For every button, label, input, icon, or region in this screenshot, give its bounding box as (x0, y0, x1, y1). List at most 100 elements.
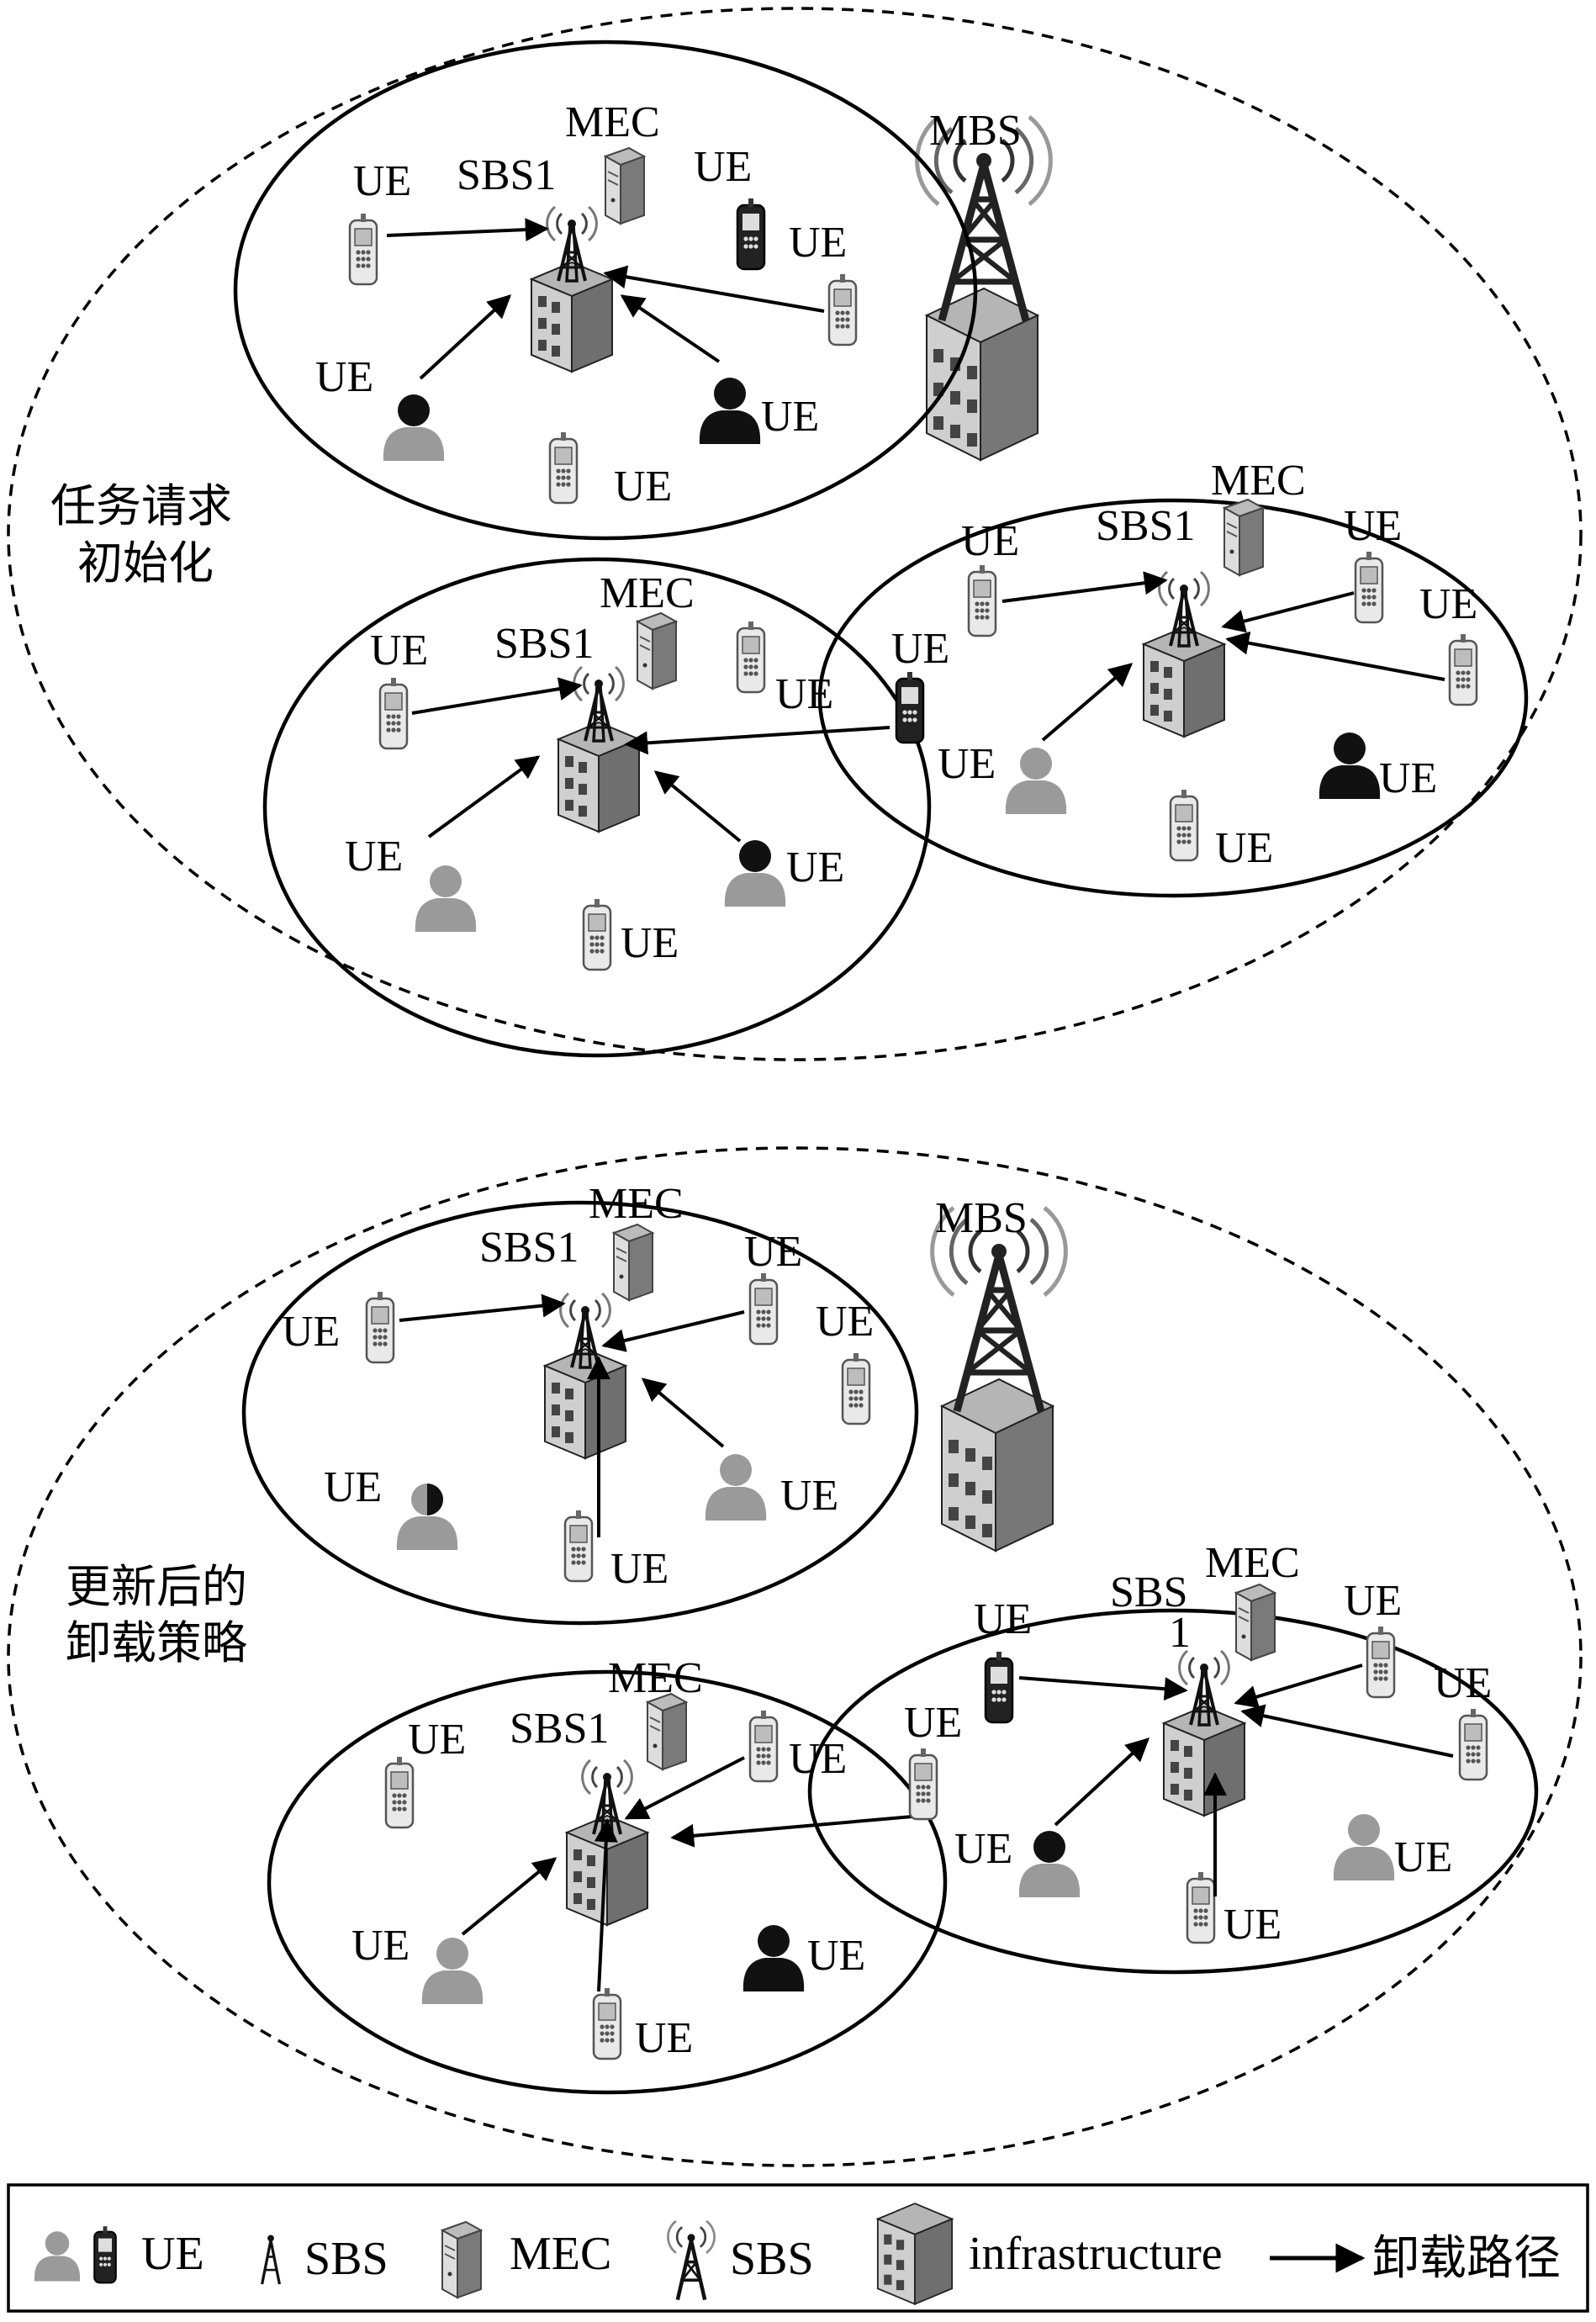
ue-label: UE (789, 1735, 847, 1783)
phone-icon (748, 1709, 779, 1783)
mec-label: MEC (565, 98, 660, 146)
ue-label: UE (1344, 502, 1402, 550)
phone-icon (384, 1755, 415, 1829)
offload-arrow (1240, 1704, 1454, 1758)
ue-label: UE (1215, 824, 1273, 872)
ue-label: UE (974, 1595, 1032, 1643)
person-icon (415, 865, 477, 932)
top-caption-line2: 初始化 (77, 537, 214, 590)
phone-icon (592, 1986, 622, 2060)
offload-arrow (601, 1310, 745, 1352)
cell-boundary (267, 1669, 948, 2095)
ue-label: UE (744, 1228, 802, 1276)
ue-label: UE (938, 740, 996, 788)
phone-icon (736, 620, 766, 694)
ue-label: UE (614, 463, 672, 510)
ue-label: UE (635, 2014, 693, 2062)
top-caption-line1: 任务请求 (50, 479, 232, 532)
ue-label: UE (694, 143, 752, 191)
ue-label: UE (761, 393, 819, 441)
ue-label: UE (954, 1825, 1012, 1873)
ue-label: UE (789, 219, 847, 267)
phone-icon (582, 897, 612, 971)
top-cell-c: SBS1 MEC UE UE UE UE UE UE UE (817, 457, 1529, 898)
ue-label: UE (1434, 1659, 1492, 1707)
sbs-label: SBS1 (1096, 502, 1196, 550)
sbs-tower-icon (557, 665, 641, 833)
ue-label: UE (1344, 1577, 1402, 1625)
offload-arrow (386, 218, 549, 242)
ue-label: UE (775, 670, 833, 718)
sbs-tower-icon (543, 1292, 627, 1460)
sbs-tower-icon (1142, 570, 1226, 738)
top-region-boundary (7, 7, 1583, 1061)
legend-sbs2-label: SBS (730, 2233, 814, 2285)
person-icon (1333, 1814, 1395, 1880)
top-cell-a: SBS1 MEC UE UE UE UE UE UE (233, 40, 978, 541)
ue-label: UE (1394, 1833, 1452, 1881)
phone-icon (548, 431, 579, 505)
bottom-region-boundary (7, 1146, 1583, 2167)
offload-arrow (419, 294, 512, 380)
ue-label: UE (370, 627, 428, 674)
phone-icon (1186, 1870, 1216, 1944)
cell-boundary (233, 40, 978, 541)
person-icon (1319, 733, 1381, 799)
mec-server-icon (647, 1693, 687, 1770)
cell-boundary (241, 1200, 919, 1626)
offload-arrow (427, 755, 541, 838)
legend-offload-path-label: 卸载路径 (1372, 2231, 1561, 2286)
offload-arrow (624, 1756, 745, 1820)
phone-icon (563, 1509, 594, 1583)
sbs-tower-icon (1162, 1649, 1246, 1817)
ue-label: UE (351, 1922, 410, 1970)
offload-arrow (1225, 631, 1445, 681)
mec-server-icon (637, 612, 677, 690)
phone-icon (908, 1747, 938, 1821)
ue-label: UE (891, 625, 949, 673)
bottom-cell-c: SBS 1 MEC UE UE UE UE UE UE UE (807, 1539, 1539, 1975)
person-icon (705, 1454, 767, 1521)
offload-arrow (1234, 1663, 1363, 1709)
offload-arrow (670, 1815, 913, 1848)
ue-label: UE (1419, 580, 1477, 628)
offload-arrow (620, 294, 721, 363)
person-icon (421, 1938, 484, 2004)
mec-label: MEC (1211, 457, 1306, 505)
ue-label: UE (1379, 754, 1437, 802)
phone-icon (748, 1272, 779, 1346)
cell-boundary (807, 1608, 1539, 1975)
offload-arrow (624, 726, 890, 755)
sbs-label: SBS1 (457, 151, 557, 199)
phone-icon (93, 2225, 117, 2284)
mec-label: MEC (608, 1654, 703, 1702)
mbs-label: MBS (935, 1194, 1028, 1242)
cell-boundary (262, 557, 932, 1058)
person-icon (724, 840, 786, 907)
phone-icon (348, 212, 378, 286)
phone-icon (827, 272, 858, 346)
legend-infrastructure-label: infrastructure (969, 2228, 1223, 2280)
bottom-cell-a: SBS1 MEC UE UE UE UE UE UE (241, 1180, 919, 1626)
offload-arrow (603, 265, 825, 313)
person-icon (383, 394, 445, 461)
ue-label: UE (961, 517, 1019, 565)
phone-icon (967, 563, 997, 637)
sbs-tower-icon (530, 205, 614, 373)
offload-arrow (399, 1293, 566, 1322)
phone-icon (378, 676, 409, 750)
phone-icon (1354, 550, 1384, 624)
ue-label: UE (807, 1932, 865, 1980)
sbs-signal-icon (667, 2219, 716, 2301)
offload-arrow (1018, 1676, 1188, 1701)
mec-server-icon (613, 1224, 653, 1301)
legend-mec-label: MEC (510, 2228, 611, 2280)
ue-label: UE (353, 157, 411, 205)
cell-boundary (817, 498, 1529, 898)
offload-arrow (594, 1818, 618, 1992)
person-icon (743, 1925, 805, 1991)
ue-label: UE (816, 1298, 874, 1346)
sbs-label-line1: SBS (1110, 1568, 1188, 1616)
ue-label: UE (324, 1463, 382, 1511)
mec-label: MEC (600, 569, 695, 617)
